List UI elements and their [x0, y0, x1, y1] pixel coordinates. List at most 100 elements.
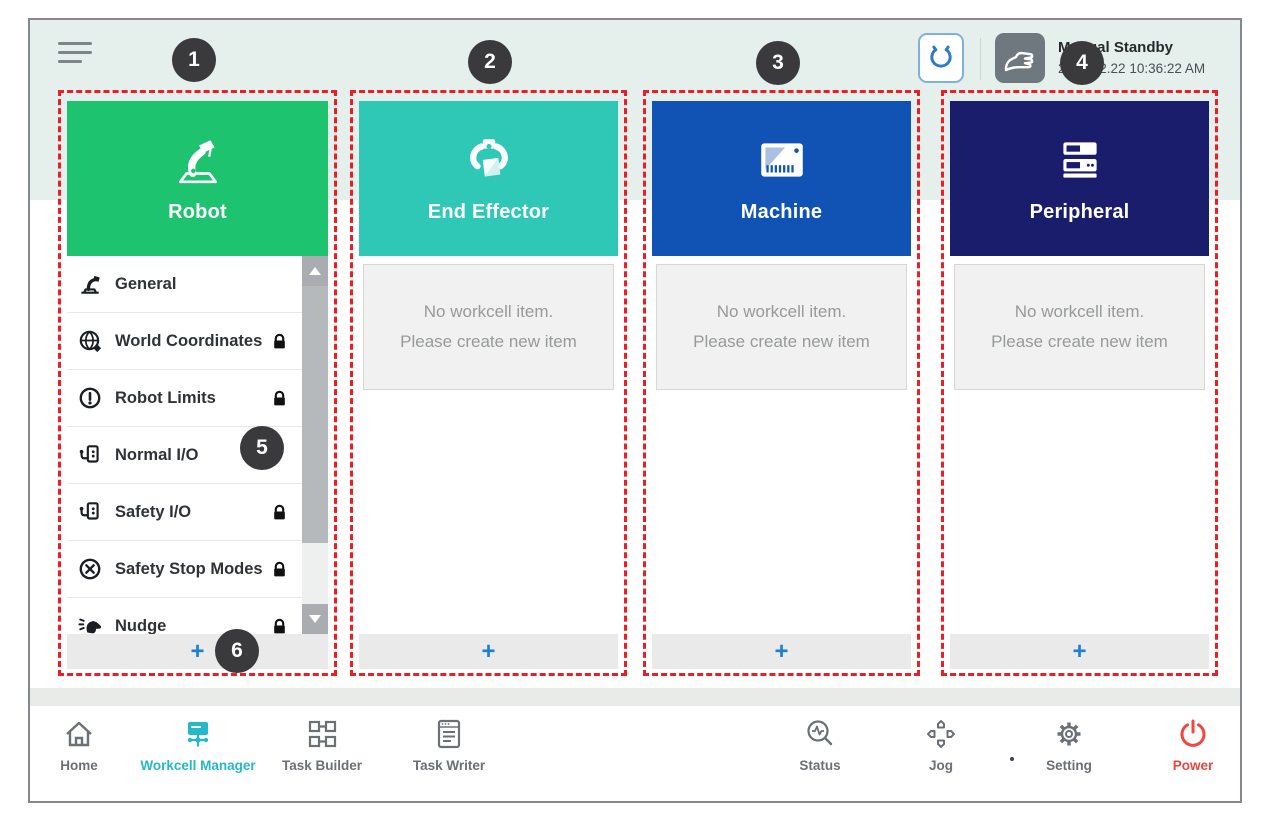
workcell-item-normal-io[interactable]: Normal I/O	[67, 427, 328, 484]
end-effector-category-header[interactable]: End Effector	[359, 101, 618, 256]
general-robot-icon	[75, 270, 105, 298]
task-builder-icon	[308, 720, 337, 748]
scroll-down-button[interactable]	[302, 604, 328, 634]
column-title: End Effector	[427, 201, 550, 223]
hamburger-icon	[58, 41, 92, 45]
arrow-down-icon	[309, 615, 321, 623]
nav-jog[interactable]: Jog	[876, 714, 1006, 773]
hamburger-menu-button[interactable]	[58, 40, 96, 70]
plus-icon: +	[1072, 637, 1087, 665]
item-label: Normal I/O	[115, 445, 199, 464]
nav-setting[interactable]: Setting	[1004, 714, 1134, 773]
add-robot-item-button[interactable]: +	[67, 634, 328, 669]
callout-5: 5	[240, 426, 284, 470]
manual-mode-hand-button[interactable]	[995, 33, 1045, 83]
robot-arm-icon	[178, 140, 217, 184]
workcell-column-machine: Machine No workcell item. Please create …	[643, 90, 920, 676]
lock-icon	[271, 504, 288, 521]
nudge-hand-icon	[75, 612, 105, 634]
item-label: Nudge	[115, 616, 167, 635]
lock-icon	[271, 333, 288, 350]
robot-gripper-icon	[930, 45, 952, 68]
content-footer-strip	[30, 688, 1240, 706]
workcell-item-safety-stop-modes[interactable]: Safety Stop Modes	[67, 541, 328, 598]
add-end-effector-item-button[interactable]: +	[359, 634, 618, 669]
nav-workcell-manager[interactable]: Workcell Manager	[133, 714, 263, 773]
nav-task-builder[interactable]: Task Builder	[257, 714, 387, 773]
empty-line-2: Please create new item	[693, 332, 870, 351]
plus-icon: +	[481, 637, 496, 665]
item-label: Safety I/O	[115, 502, 192, 521]
empty-line-1: No workcell item.	[716, 302, 847, 322]
workcell-item-general[interactable]: General	[67, 256, 328, 313]
nav-home[interactable]: Home	[30, 714, 144, 773]
robot-status-button[interactable]	[918, 33, 964, 83]
io-port-icon	[75, 498, 105, 526]
scroll-up-button[interactable]	[302, 256, 328, 286]
topbar-divider	[980, 38, 981, 80]
arrow-up-icon	[309, 267, 321, 275]
item-label: World Coordinates	[115, 331, 263, 350]
machine-item-list: No workcell item. Please create new item	[652, 256, 911, 634]
nav-task-writer[interactable]: Task Writer	[384, 714, 514, 773]
scrollbar-thumb[interactable]	[302, 286, 328, 543]
nav-separator-dot	[1010, 757, 1014, 761]
io-port-icon	[75, 441, 105, 469]
robot-limits-icon	[75, 384, 105, 412]
hand-icon	[1004, 51, 1034, 72]
workcell-manager-icon	[187, 722, 209, 747]
callout-2: 2	[468, 40, 512, 84]
teach-pendant-frame: Manual Standby 2022.12.22 10:36:22 AM Ro…	[28, 18, 1242, 803]
item-label: Robot Limits	[115, 388, 216, 407]
callout-4: 4	[1060, 41, 1104, 85]
empty-line-1: No workcell item.	[423, 302, 554, 322]
plus-icon: +	[190, 637, 205, 665]
empty-state-box: No workcell item. Please create new item	[656, 264, 907, 390]
gripper-icon	[469, 139, 508, 177]
column-title: Peripheral	[1029, 201, 1130, 223]
column-title: Robot	[168, 201, 227, 223]
workcell-item-safety-io[interactable]: Safety I/O	[67, 484, 328, 541]
home-icon	[66, 721, 92, 747]
empty-state-box: No workcell item. Please create new item	[954, 264, 1205, 390]
robot-category-header[interactable]: Robot	[67, 101, 328, 256]
end-effector-item-list: No workcell item. Please create new item	[359, 256, 618, 634]
add-machine-item-button[interactable]: +	[652, 634, 911, 669]
status-monitor-icon	[807, 720, 833, 746]
lock-icon	[271, 561, 288, 578]
column-title: Machine	[740, 201, 823, 223]
empty-state-box: No workcell item. Please create new item	[363, 264, 614, 390]
machine-category-header[interactable]: Machine	[652, 101, 911, 256]
empty-line-1: No workcell item.	[1014, 302, 1145, 322]
workcell-item-world-coordinates[interactable]: World Coordinates	[67, 313, 328, 370]
item-label: Safety Stop Modes	[115, 559, 263, 578]
callout-3: 3	[756, 41, 800, 85]
callout-6: 6	[215, 629, 259, 673]
world-coordinates-icon	[75, 327, 105, 355]
workcell-item-robot-limits[interactable]: Robot Limits	[67, 370, 328, 427]
workcell-column-robot: Robot General	[58, 90, 337, 676]
workcell-column-end-effector: End Effector No workcell item. Please cr…	[350, 90, 627, 676]
lock-icon	[271, 618, 288, 635]
empty-line-2: Please create new item	[400, 332, 577, 351]
machine-icon	[760, 143, 803, 177]
workcell-item-nudge[interactable]: Nudge	[67, 598, 328, 634]
peripheral-category-header[interactable]: Peripheral	[950, 101, 1209, 256]
jog-dpad-icon	[927, 720, 955, 748]
power-icon	[1180, 719, 1206, 747]
gear-icon	[1057, 722, 1081, 746]
empty-line-2: Please create new item	[991, 332, 1168, 351]
server-rack-icon	[1062, 142, 1097, 178]
task-writer-icon	[437, 719, 461, 749]
callout-1: 1	[172, 38, 216, 82]
nav-status[interactable]: Status	[755, 714, 885, 773]
nav-power[interactable]: Power	[1128, 714, 1240, 773]
peripheral-item-list: No workcell item. Please create new item	[950, 256, 1209, 634]
safety-stop-icon	[75, 555, 105, 583]
plus-icon: +	[774, 637, 789, 665]
lock-icon	[271, 390, 288, 407]
add-peripheral-item-button[interactable]: +	[950, 634, 1209, 669]
item-label: General	[115, 274, 177, 293]
robot-list-scrollbar[interactable]	[302, 256, 328, 634]
